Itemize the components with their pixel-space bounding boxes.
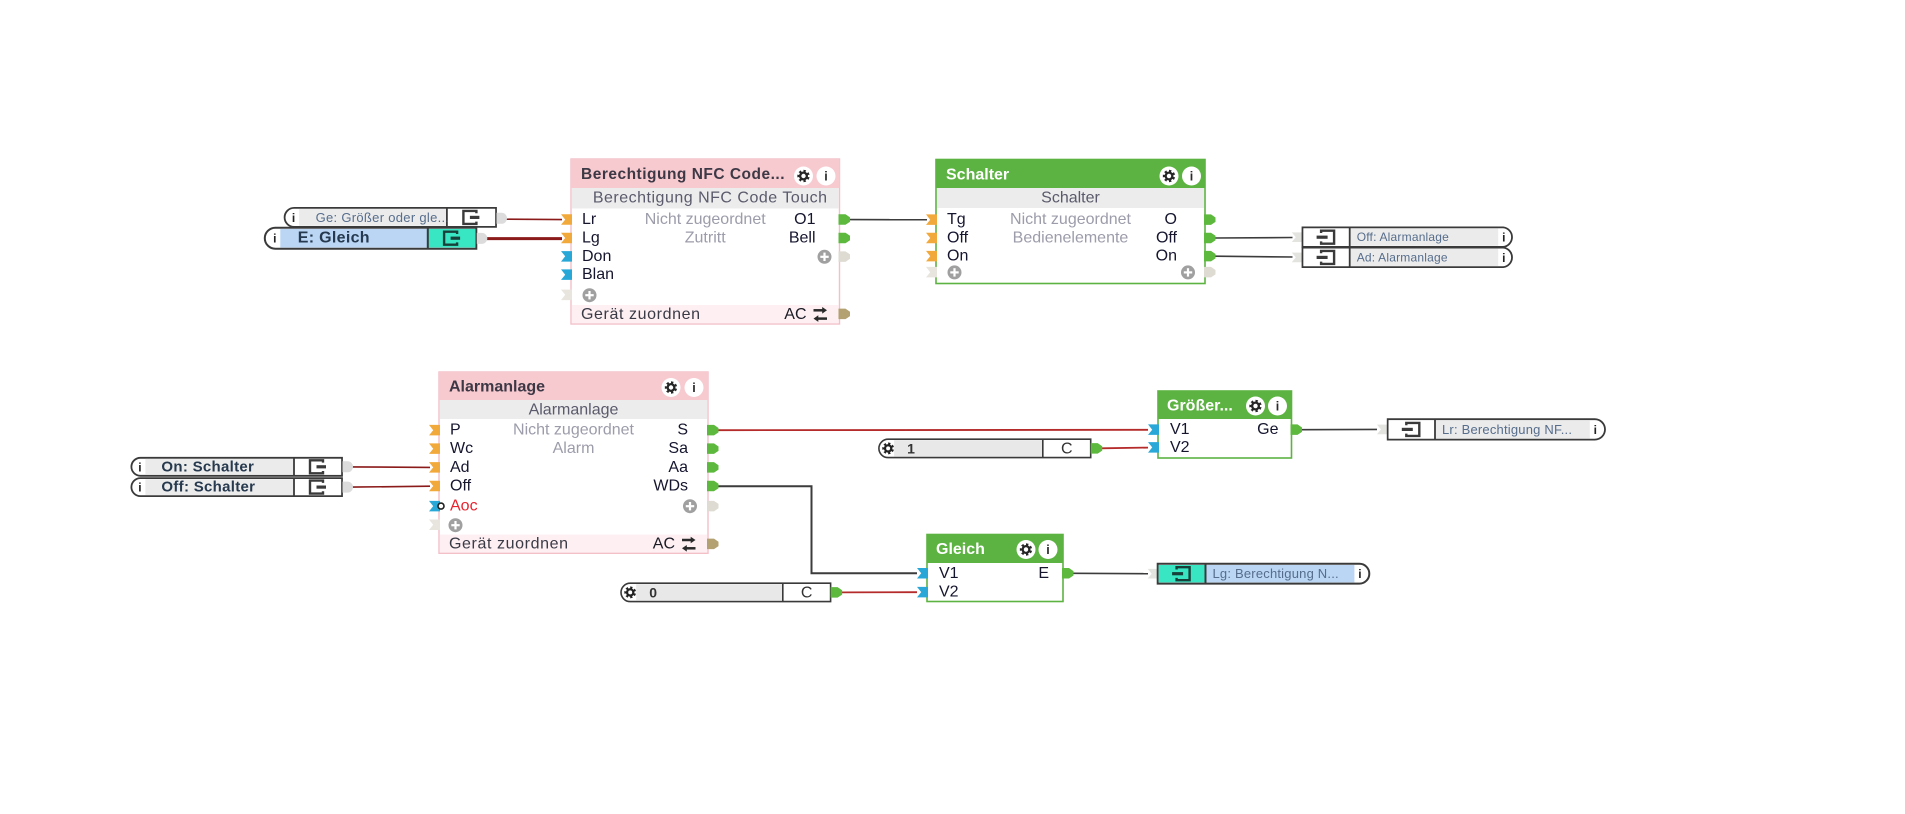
svg-text:i: i: [1046, 543, 1049, 557]
svg-text:1: 1: [907, 440, 915, 456]
svg-text:Berechtigung NFC Code Touch: Berechtigung NFC Code Touch: [593, 190, 828, 207]
svg-text:Lr: Lr: [582, 211, 597, 228]
svg-text:AC: AC: [653, 536, 675, 553]
svg-text:O1: O1: [794, 211, 815, 228]
svg-text:Ad: Ad: [450, 459, 470, 476]
svg-text:Sa: Sa: [668, 440, 688, 457]
svg-text:Lg: Lg: [582, 230, 600, 247]
svg-text:Off: Schalter: Off: Schalter: [161, 479, 255, 496]
svg-text:Gerät zuordnen: Gerät zuordnen: [449, 536, 569, 553]
svg-text:O: O: [1165, 211, 1177, 228]
svg-text:E: Gleich: E: Gleich: [298, 230, 370, 247]
svg-text:Lr: Berechtigung NF...: Lr: Berechtigung NF...: [1442, 422, 1572, 437]
svg-text:Alarmanlage: Alarmanlage: [449, 379, 545, 396]
svg-text:Bedienelemente: Bedienelemente: [1013, 230, 1129, 247]
svg-text:Off: Alarmanlage: Off: Alarmanlage: [1357, 230, 1449, 244]
svg-text:WDs: WDs: [653, 478, 688, 495]
svg-text:Blan: Blan: [582, 266, 614, 283]
svg-text:Ad: Alarmanlage: Ad: Alarmanlage: [1357, 250, 1448, 264]
svg-text:i: i: [138, 460, 141, 474]
svg-text:Off: Off: [450, 478, 472, 495]
svg-text:On: On: [947, 248, 968, 265]
svg-text:i: i: [824, 170, 827, 184]
svg-text:C: C: [801, 584, 813, 601]
svg-text:0: 0: [649, 584, 657, 600]
svg-text:Ge: Größer oder gle...: Ge: Größer oder gle...: [316, 210, 450, 225]
svg-text:Aa: Aa: [668, 459, 688, 476]
svg-text:Alarmanlage: Alarmanlage: [529, 402, 619, 419]
svg-text:i: i: [1594, 423, 1597, 437]
svg-text:On: Schalter: On: Schalter: [161, 458, 254, 475]
svg-text:i: i: [273, 232, 276, 246]
svg-text:i: i: [1358, 567, 1361, 581]
svg-text:Nicht zugeordnet: Nicht zugeordnet: [645, 211, 767, 228]
svg-text:Nicht zugeordnet: Nicht zugeordnet: [513, 422, 635, 439]
svg-text:Alarm: Alarm: [553, 440, 595, 457]
svg-text:i: i: [1502, 251, 1505, 265]
svg-text:i: i: [292, 211, 295, 225]
svg-text:Off: Off: [1156, 230, 1178, 247]
svg-text:Zutritt: Zutritt: [685, 230, 726, 247]
svg-text:Lg: Berechtigung N...: Lg: Berechtigung N...: [1213, 566, 1339, 581]
svg-text:Don: Don: [582, 248, 611, 265]
svg-text:Nicht zugeordnet: Nicht zugeordnet: [1010, 211, 1132, 228]
svg-text:Tg: Tg: [947, 211, 966, 228]
svg-text:Gerät zuordnen: Gerät zuordnen: [581, 306, 701, 323]
svg-text:Größer...: Größer...: [1167, 398, 1233, 415]
svg-text:P: P: [450, 422, 461, 439]
svg-text:i: i: [1276, 400, 1279, 414]
svg-text:i: i: [1190, 170, 1193, 184]
svg-text:Bell: Bell: [789, 230, 816, 247]
svg-text:S: S: [677, 422, 688, 439]
svg-text:i: i: [692, 381, 695, 395]
svg-text:Off: Off: [947, 230, 969, 247]
svg-text:Ge: Ge: [1257, 421, 1278, 438]
svg-text:Berechtigung NFC Code...: Berechtigung NFC Code...: [581, 166, 785, 183]
svg-text:Schalter: Schalter: [1041, 190, 1100, 207]
svg-text:E: E: [1038, 565, 1049, 582]
svg-text:i: i: [138, 481, 141, 495]
svg-text:V2: V2: [939, 584, 959, 601]
svg-text:Aoc: Aoc: [450, 498, 478, 515]
svg-text:V1: V1: [939, 565, 959, 582]
svg-text:V2: V2: [1170, 439, 1190, 456]
svg-text:Wc: Wc: [450, 440, 473, 457]
svg-text:Gleich: Gleich: [936, 541, 985, 558]
svg-text:V1: V1: [1170, 421, 1190, 438]
svg-text:On: On: [1156, 248, 1177, 265]
svg-text:C: C: [1061, 440, 1073, 457]
svg-text:Schalter: Schalter: [946, 167, 1009, 184]
svg-text:AC: AC: [784, 306, 806, 323]
svg-text:i: i: [1502, 231, 1505, 245]
